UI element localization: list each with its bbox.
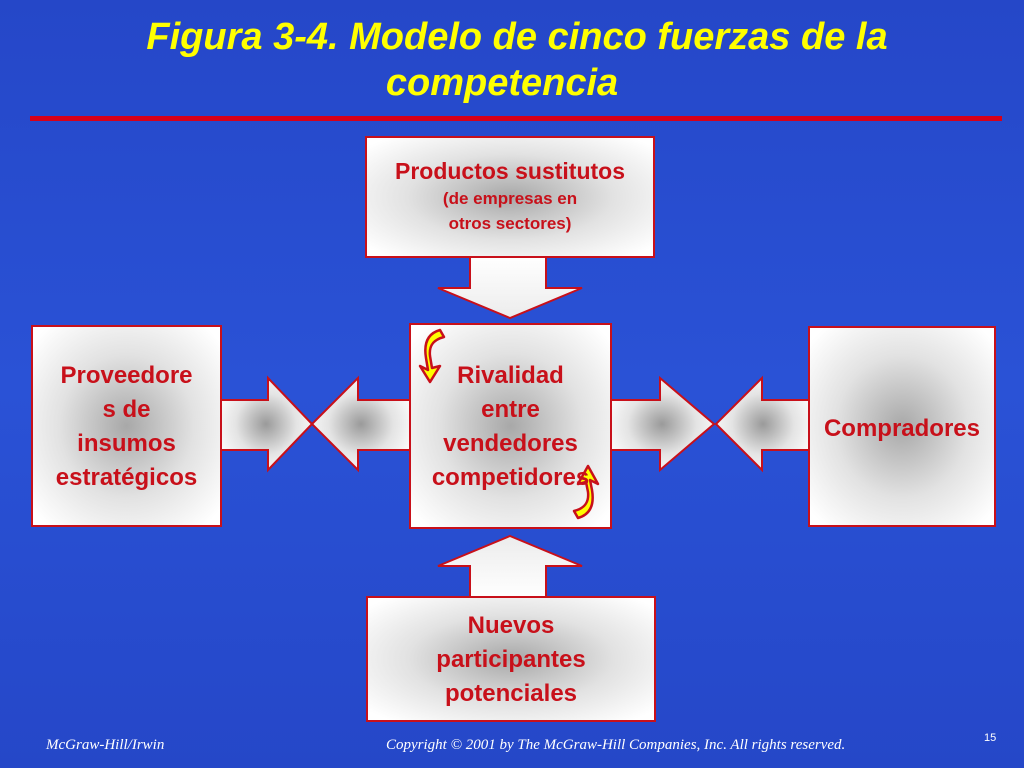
page-number: 15 [984, 732, 997, 744]
arrow-left-compradores [714, 375, 811, 473]
slide-title: Figura 3-4. Modelo de cinco fuerzas de l… [0, 14, 1024, 106]
nuevos-text: Nuevos participantes potenciales [367, 609, 655, 711]
nuevos-line2: participantes [436, 646, 586, 673]
box-sustitutos [365, 136, 655, 258]
rivalidad-line2: entre [481, 396, 540, 423]
sustitutos-sub2: otros sectores) [448, 214, 572, 233]
slide-title-line1: Figura 3-4. Modelo de cinco fuerzas de l… [146, 16, 888, 58]
compradores-line1: Compradores [823, 415, 981, 442]
box-compradores [808, 326, 996, 527]
curved-arrow-icon-top [418, 328, 446, 384]
box-nuevos [366, 596, 656, 722]
slide-title-line2: competencia [385, 62, 619, 104]
arrow-up-nuevos [437, 534, 583, 599]
rivalidad-line4: competidores [431, 464, 590, 491]
rivalidad-line1: Rivalidad [457, 362, 564, 389]
box-proveedores [31, 325, 222, 527]
rivalidad-text: Rivalidad entre vendedores competidores [410, 359, 611, 495]
box-rivalidad [409, 323, 612, 529]
nuevos-line1: Nuevos [467, 612, 555, 639]
sustitutos-text: Productos sustitutos (de empresas en otr… [366, 156, 654, 236]
sustitutos-sub1: (de empresas en [442, 189, 578, 208]
proveedores-line3: insumos [77, 430, 176, 457]
arrow-right-rivalidad [609, 375, 716, 473]
proveedores-line1: Proveedore [60, 362, 193, 389]
curved-arrow-icon-bottom [572, 464, 600, 520]
nuevos-line3: potenciales [444, 680, 578, 707]
proveedores-line4: estratégicos [55, 464, 198, 491]
arrow-right-proveedores [219, 375, 314, 473]
proveedores-text: Proveedore s de insumos estratégicos [32, 359, 221, 495]
arrow-down-sustitutos [437, 255, 583, 320]
compradores-text: Compradores [809, 412, 995, 446]
sustitutos-title: Productos sustitutos [394, 158, 625, 184]
arrow-left-rivalidad [310, 375, 411, 473]
title-divider [30, 116, 1002, 121]
proveedores-line2: s de [102, 396, 151, 423]
footer-publisher: McGraw-Hill/Irwin [46, 737, 165, 753]
footer-copyright: Copyright © 2001 by The McGraw-Hill Comp… [386, 737, 846, 753]
rivalidad-line3: vendedores [443, 430, 578, 457]
